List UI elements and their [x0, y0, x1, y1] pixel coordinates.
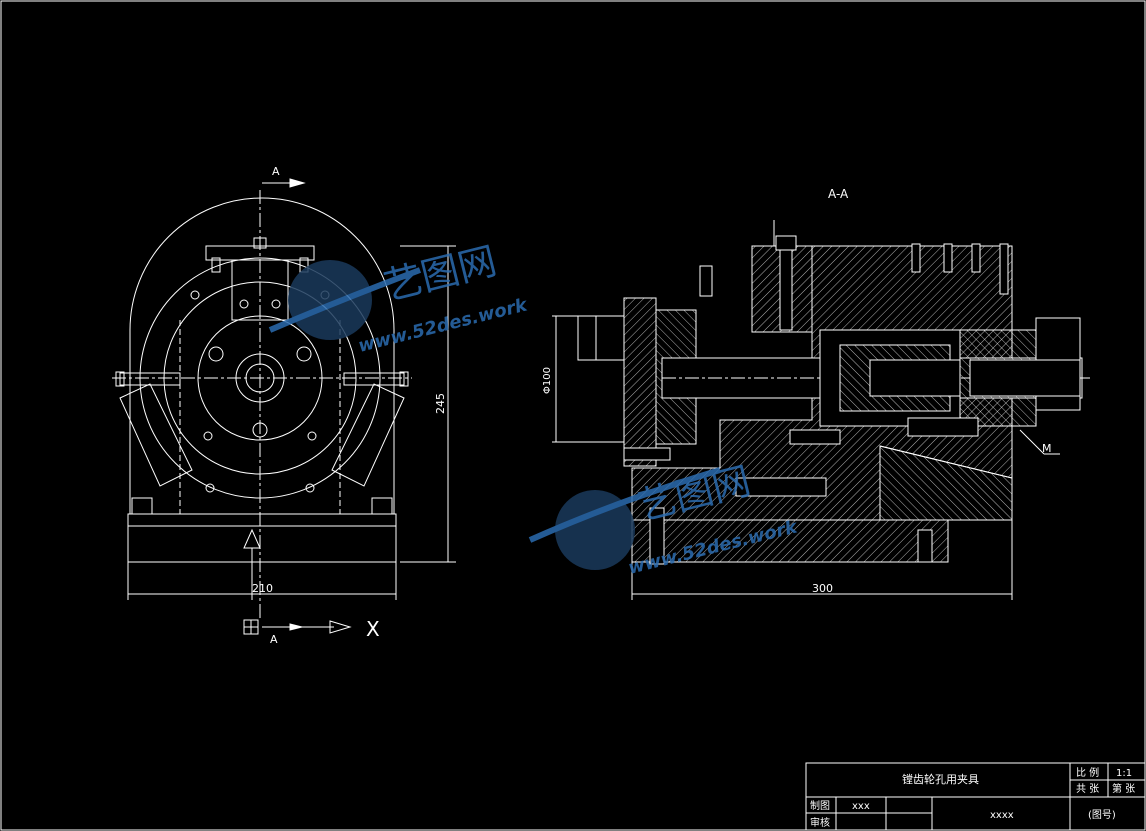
title-drawn-value: xxx: [852, 801, 870, 812]
front-axis-label: X: [366, 617, 380, 641]
title-total-sheets: 共 张: [1076, 783, 1099, 795]
front-dim-width: 210: [252, 582, 273, 595]
section-base: [631, 519, 949, 563]
section-left-flange: [623, 297, 657, 467]
title-scale-value: 1:1: [1116, 768, 1132, 779]
title-checked-label: 审核: [810, 816, 830, 829]
svg-text:艺图网: 艺图网: [380, 238, 501, 308]
svg-text:www.52des.work: www.52des.work: [356, 294, 530, 357]
section-detail-label: M: [1042, 442, 1052, 455]
front-left-jaw: [119, 383, 193, 487]
front-section-label-top: A: [272, 165, 280, 178]
front-bolt-hole: [208, 346, 224, 362]
title-sheet-no: 第 张: [1112, 782, 1135, 795]
title-company: xxxx: [990, 810, 1014, 821]
section-dim-diameter: Φ100: [542, 367, 553, 394]
title-part-name: 镗齿轮孔用夹具: [902, 772, 979, 786]
title-scale-label: 比 例: [1076, 766, 1099, 779]
watermark-top: 艺图网 www.52des.work: [268, 238, 530, 357]
section-dim-length: 300: [812, 582, 833, 595]
title-drawing-no: (图号): [1088, 809, 1116, 821]
section-title: A-A: [828, 187, 849, 201]
front-section-label-bottom: A: [270, 633, 278, 646]
title-drawn-label: 制图: [810, 799, 830, 812]
title-block: [805, 762, 1146, 831]
front-view: [112, 178, 456, 635]
front-body-arc: [129, 197, 395, 514]
front-dim-height: 245: [434, 393, 447, 414]
front-bolt-hole: [296, 346, 312, 362]
front-right-jaw: [331, 383, 405, 487]
section-view: [552, 220, 1090, 600]
front-base-plate: [127, 513, 397, 563]
